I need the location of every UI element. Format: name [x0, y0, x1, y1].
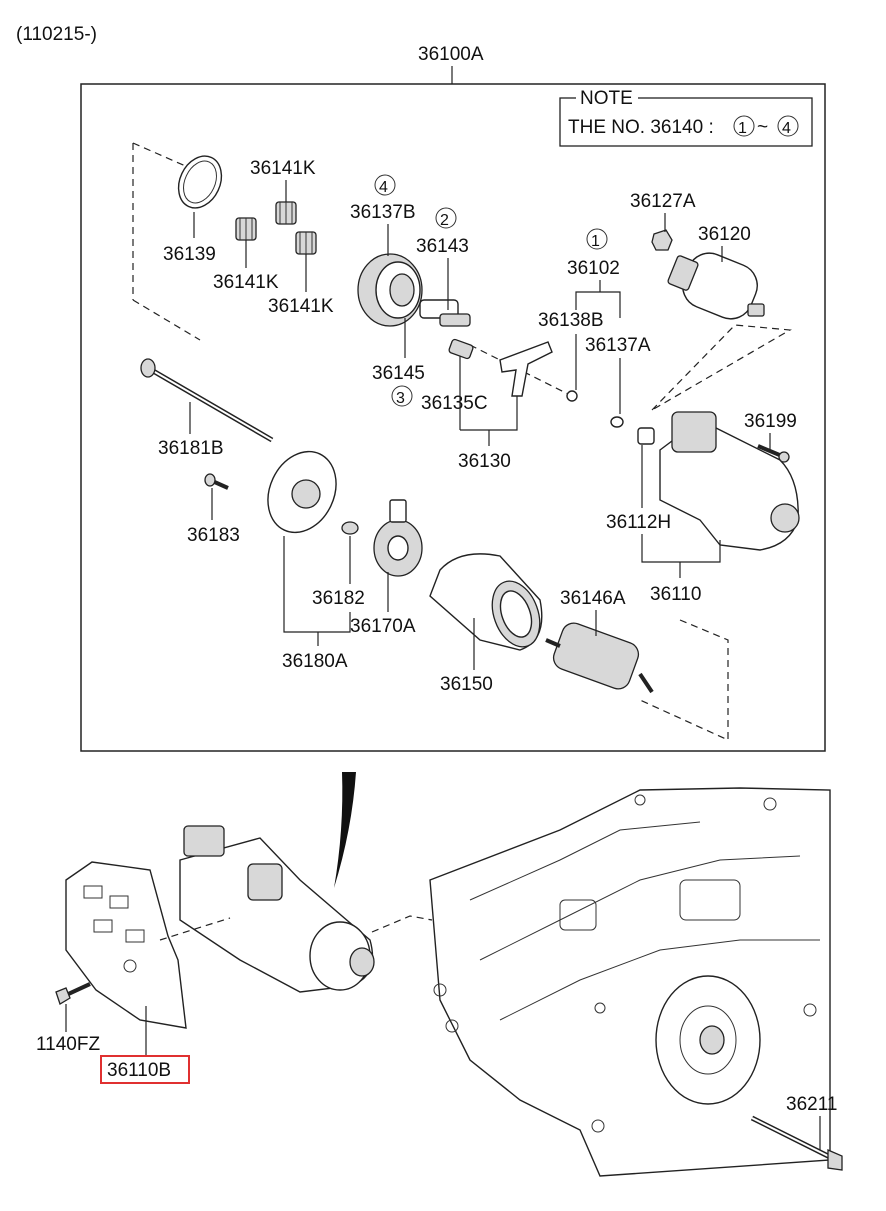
- label-36120[interactable]: 36120: [698, 224, 751, 245]
- label-36143[interactable]: 36143: [416, 236, 469, 257]
- label-36141K-c[interactable]: 36141K: [268, 296, 334, 317]
- heat-shield-36110B[interactable]: [65, 861, 187, 1029]
- label-36146A[interactable]: 36146A: [560, 588, 626, 609]
- rear-cover[interactable]: [255, 440, 349, 543]
- assembly-frame: [80, 83, 826, 752]
- callout-circle-3: [391, 385, 413, 407]
- callout-4: 4: [379, 179, 388, 196]
- callout-3: 3: [396, 390, 405, 407]
- note-to: 4: [782, 120, 791, 137]
- front-housing-36110[interactable]: [637, 411, 800, 551]
- header-code: (110215-): [16, 24, 97, 45]
- label-36110[interactable]: 36110: [650, 584, 701, 605]
- highlight-36110B: [100, 1055, 190, 1084]
- assembly-label[interactable]: 36100A: [418, 44, 484, 65]
- label-36141K-a[interactable]: 36141K: [250, 158, 316, 179]
- label-36199[interactable]: 36199: [744, 411, 797, 432]
- screw-36183[interactable]: [204, 473, 229, 490]
- note-box: NOTE THE NO. 36140 : 1 ~ 4: [559, 88, 813, 147]
- callout-circle-2: [435, 207, 457, 229]
- pointer-arrow: [334, 772, 356, 888]
- planet-gear-3[interactable]: [295, 231, 317, 255]
- washer: [566, 390, 578, 402]
- shift-lever[interactable]: [499, 341, 553, 397]
- yoke-36150[interactable]: [429, 553, 548, 654]
- starter-motor-installed[interactable]: [179, 825, 375, 993]
- bolt-36211[interactable]: [750, 1115, 843, 1171]
- label-36139[interactable]: 36139: [163, 244, 216, 265]
- note-title: NOTE: [580, 88, 633, 109]
- internal-gear-36137B[interactable]: [357, 253, 423, 327]
- label-36183[interactable]: 36183: [187, 525, 240, 546]
- note-circle-from: [733, 115, 755, 137]
- bracket-36110: [641, 534, 721, 563]
- label-36180A[interactable]: 36180A: [282, 651, 348, 672]
- bolt-36199[interactable]: [757, 444, 790, 463]
- through-bolt-36181B[interactable]: [140, 358, 274, 443]
- label-36141K-b[interactable]: 36141K: [213, 272, 279, 293]
- bracket-36102: [575, 291, 621, 318]
- pin-36135C[interactable]: [448, 338, 474, 360]
- guide-dash: [469, 344, 571, 396]
- label-36138B[interactable]: 36138B: [538, 310, 604, 331]
- label-36137A[interactable]: 36137A: [585, 335, 651, 356]
- note-from: 1: [738, 120, 747, 137]
- label-36150[interactable]: 36150: [440, 674, 493, 695]
- label-36145[interactable]: 36145: [372, 363, 425, 384]
- guide-dash: [132, 299, 201, 341]
- label-36127A[interactable]: 36127A: [630, 191, 696, 212]
- solenoid-36120[interactable]: [667, 247, 765, 326]
- armature-36146A[interactable]: [545, 620, 654, 694]
- label-1140FZ[interactable]: 1140FZ: [36, 1034, 100, 1055]
- guide-dash: [371, 915, 433, 933]
- note-circle-to: [777, 115, 799, 137]
- label-36110B[interactable]: 36110B: [107, 1060, 171, 1081]
- label-36112H[interactable]: 36112H: [606, 512, 671, 533]
- planet-gear-2[interactable]: [235, 217, 257, 241]
- label-36182[interactable]: 36182: [312, 588, 365, 609]
- label-36170A[interactable]: 36170A: [350, 616, 416, 637]
- callout-circle-1: [586, 228, 608, 250]
- label-36181B[interactable]: 36181B: [158, 438, 224, 459]
- guide-dash: [159, 917, 231, 941]
- guide-dash: [651, 324, 792, 411]
- label-36102[interactable]: 36102: [567, 258, 620, 279]
- note-tilde: ~: [757, 117, 768, 138]
- callout-2: 2: [440, 212, 449, 229]
- nut-36127A[interactable]: [651, 229, 673, 251]
- note-text: THE NO. 36140 :: [568, 117, 714, 138]
- shaft-36143[interactable]: [419, 299, 471, 327]
- snap-ring-36139[interactable]: [170, 149, 229, 215]
- guide-dash: [639, 619, 729, 741]
- callout-circle-4: [374, 174, 396, 196]
- label-36135C[interactable]: 36135C: [421, 393, 488, 414]
- callout-1: 1: [591, 233, 600, 250]
- bracket-36180A: [283, 536, 351, 633]
- label-36211[interactable]: 36211: [786, 1094, 837, 1115]
- bush-36182[interactable]: [341, 521, 359, 535]
- engine-block: [429, 787, 831, 1177]
- label-36137B[interactable]: 36137B: [350, 202, 416, 223]
- label-36130[interactable]: 36130: [458, 451, 511, 472]
- brush-holder-36170A[interactable]: [373, 499, 423, 577]
- bolt-1140FZ[interactable]: [55, 982, 91, 1005]
- planet-gear-1[interactable]: [275, 201, 297, 225]
- oring-36137A: [610, 416, 624, 428]
- bracket-36130: [460, 395, 518, 431]
